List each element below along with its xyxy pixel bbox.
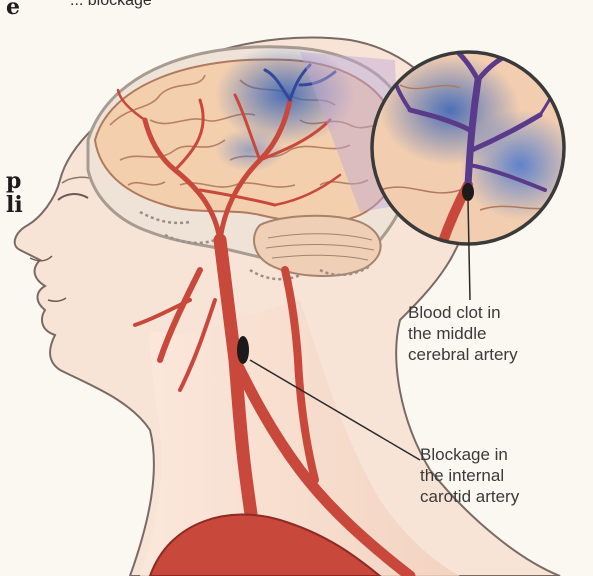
mca-clot — [462, 183, 474, 201]
carotid-clot — [237, 336, 249, 364]
top-caption-fragment: ... blockage — [70, 0, 152, 10]
label-blood-clot: Blood clot in the middle cerebral artery — [408, 302, 518, 365]
margin-letter-e: e — [6, 0, 20, 20]
label-blood-clot-line-1: Blood clot in — [408, 302, 518, 323]
label-blood-clot-line-2: the middle — [408, 323, 518, 344]
label-blockage-line-3: carotid artery — [420, 486, 519, 507]
label-blood-clot-line-3: cerebral artery — [408, 344, 518, 365]
margin-letters-li: li — [6, 192, 23, 218]
cerebellum — [254, 216, 381, 276]
margin-letter-p: p — [6, 168, 21, 194]
label-blockage: Blockage in the internal carotid artery — [420, 444, 519, 507]
label-blockage-line-1: Blockage in — [420, 444, 519, 465]
label-blockage-line-2: the internal — [420, 465, 519, 486]
